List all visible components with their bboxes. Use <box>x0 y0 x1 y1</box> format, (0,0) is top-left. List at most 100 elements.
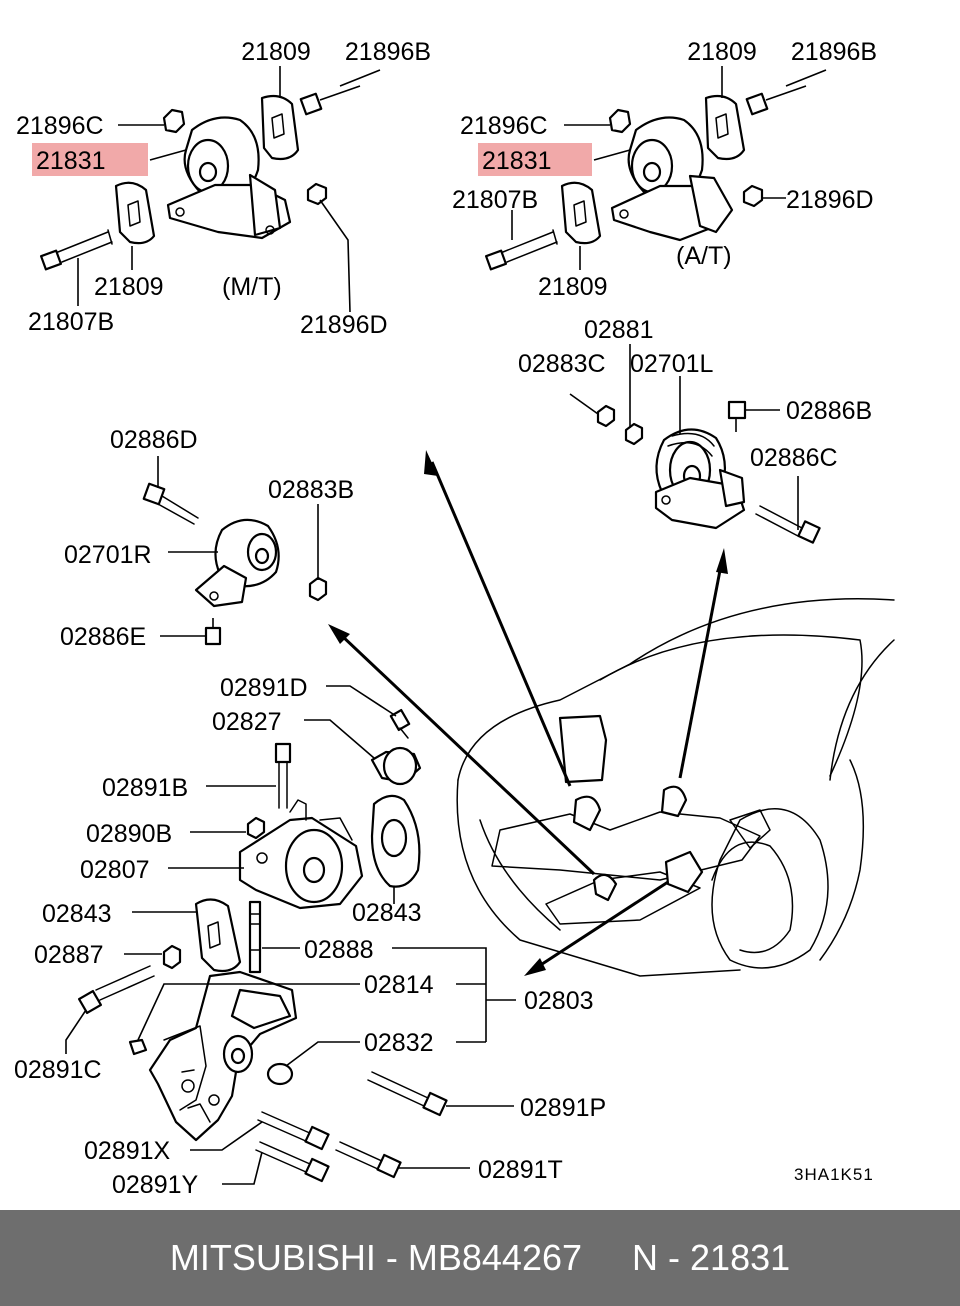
bolt-21807B-mt <box>39 229 113 271</box>
label-02814: 02814 <box>364 971 434 999</box>
washer-21809-top-at <box>704 94 746 161</box>
footer-part-number: MB844267 <box>407 1237 583 1278</box>
mount-02701R-group: 02886D 02883B 02701R 02886E <box>60 426 354 651</box>
label-21807B-mt: 21807B <box>28 308 114 336</box>
footer-banner: MITSUBISHI - MB844267 N - 21831 <box>0 1210 960 1306</box>
cap-02832 <box>266 1062 294 1086</box>
footer-brand: MITSUBISHI <box>169 1237 376 1278</box>
bolt-02886D <box>142 482 199 525</box>
arrow-to-02803 <box>535 880 669 970</box>
bolt-02886B <box>727 400 747 432</box>
label-02832: 02832 <box>364 1029 434 1057</box>
label-02881: 02881 <box>584 316 654 344</box>
label-02843-plate: 02843 <box>352 899 422 927</box>
highlight-box-mt <box>32 143 148 176</box>
bolt-02891P <box>367 1071 448 1117</box>
stopper-02827 <box>370 746 422 786</box>
footer-gap <box>582 1237 632 1279</box>
highlight-box-at <box>478 143 592 176</box>
washer-21809-bottom-mt <box>114 181 156 245</box>
exploded-parts-diagram: 21809 21896B 21896C 21831 21809 (M/T) 21… <box>14 38 895 1199</box>
lower-mount-group: 02891D 02827 02891B 02890B 02807 02843 0… <box>14 674 606 1199</box>
mount-02701L <box>654 428 746 530</box>
arrow-to-02701L <box>678 559 724 779</box>
label-21809-top-mt: 21809 <box>241 38 311 66</box>
arrow-to-top-mounts <box>430 461 572 787</box>
bolt-02891C <box>77 965 155 1015</box>
label-02827: 02827 <box>212 708 282 736</box>
bolt-02891T <box>335 1141 402 1179</box>
nut-02881 <box>624 422 644 446</box>
bolt-21896B-at <box>745 85 807 116</box>
bolt-21807B-at <box>484 229 558 271</box>
label-02890B: 02890B <box>86 820 172 848</box>
label-21896D-mt: 21896D <box>300 311 388 339</box>
label-21896C-at: 21896C <box>460 112 548 140</box>
label-at-note: (A/T) <box>676 242 732 270</box>
arrow-to-02701R <box>338 632 596 876</box>
label-02886D: 02886D <box>110 426 198 454</box>
nut-21896C-mt <box>162 108 186 134</box>
label-02891B: 02891B <box>102 774 188 802</box>
label-02891D: 02891D <box>220 674 308 702</box>
mount-02807 <box>238 799 364 910</box>
label-21896B-mt: 21896B <box>345 38 431 66</box>
bolt-02891Y <box>255 1141 330 1183</box>
washer-02843 <box>194 898 242 973</box>
stud-02888 <box>248 900 262 974</box>
label-21831-at: 21831 <box>482 147 552 175</box>
insulator-21831-mt <box>166 116 292 240</box>
label-mt-note: (M/T) <box>222 273 282 301</box>
label-02891C: 02891C <box>14 1056 102 1084</box>
label-02886B: 02886B <box>786 397 872 425</box>
nut-02883C <box>596 404 616 428</box>
label-02891P: 02891P <box>520 1094 606 1122</box>
label-02891Y: 02891Y <box>112 1171 199 1199</box>
label-21807B-at: 21807B <box>452 186 538 214</box>
bolt-02891B <box>274 742 292 809</box>
label-02891T: 02891T <box>478 1156 563 1184</box>
footer-ref: N - 21831 <box>632 1237 791 1278</box>
label-21831-mt: 21831 <box>36 147 106 175</box>
drawing-code: 3HA1K51 <box>794 1165 874 1184</box>
label-21896D-at: 21896D <box>786 186 874 214</box>
label-02883C: 02883C <box>518 350 606 378</box>
mount-02701L-group: 02881 02883C 02701L 02886B 02886C <box>518 316 872 544</box>
label-02807: 02807 <box>80 856 150 884</box>
small-pin <box>128 1038 148 1056</box>
label-02883B: 02883B <box>268 476 354 504</box>
vehicle-engine-bay-outline <box>456 598 895 977</box>
label-02891X: 02891X <box>84 1137 171 1165</box>
bolt-02886E <box>204 618 222 646</box>
washer-21809-bottom-at <box>560 181 602 245</box>
stopper-plate-02843 <box>370 794 421 888</box>
label-21896C-mt: 21896C <box>16 112 104 140</box>
at-mount-group: 21809 21896B 21896C 21831 21807B 21896D … <box>452 38 877 301</box>
label-02843-washer: 02843 <box>42 900 112 928</box>
washer-21809-top-mt <box>260 94 300 161</box>
label-02803: 02803 <box>524 987 594 1015</box>
nut-21896D-mt <box>306 182 328 206</box>
mount-02701R <box>194 518 280 608</box>
label-02887: 02887 <box>34 941 104 969</box>
label-02888: 02888 <box>304 936 374 964</box>
insulator-21831-at <box>610 116 734 242</box>
nut-02883B <box>308 576 328 602</box>
nut-02887 <box>162 944 182 970</box>
footer-sep-1: - <box>375 1237 408 1278</box>
label-02701R: 02701R <box>64 541 152 569</box>
label-02701L: 02701L <box>630 350 714 378</box>
nut-21896C-at <box>608 108 632 134</box>
bolt-02886C <box>755 505 821 544</box>
label-21896B-at: 21896B <box>791 38 877 66</box>
label-21809-bottom-mt: 21809 <box>94 273 164 301</box>
bracket-02814 <box>148 970 298 1142</box>
label-21809-top-at: 21809 <box>687 38 757 66</box>
direction-arrows <box>328 450 728 976</box>
nut-21896D-at <box>742 184 764 208</box>
mt-mount-group: 21809 21896B 21896C 21831 21809 (M/T) 21… <box>16 38 431 339</box>
label-02886E: 02886E <box>60 623 146 651</box>
bolt-02891X <box>257 1111 330 1151</box>
label-02886C: 02886C <box>750 444 838 472</box>
bolt-21896B-mt <box>299 85 361 116</box>
